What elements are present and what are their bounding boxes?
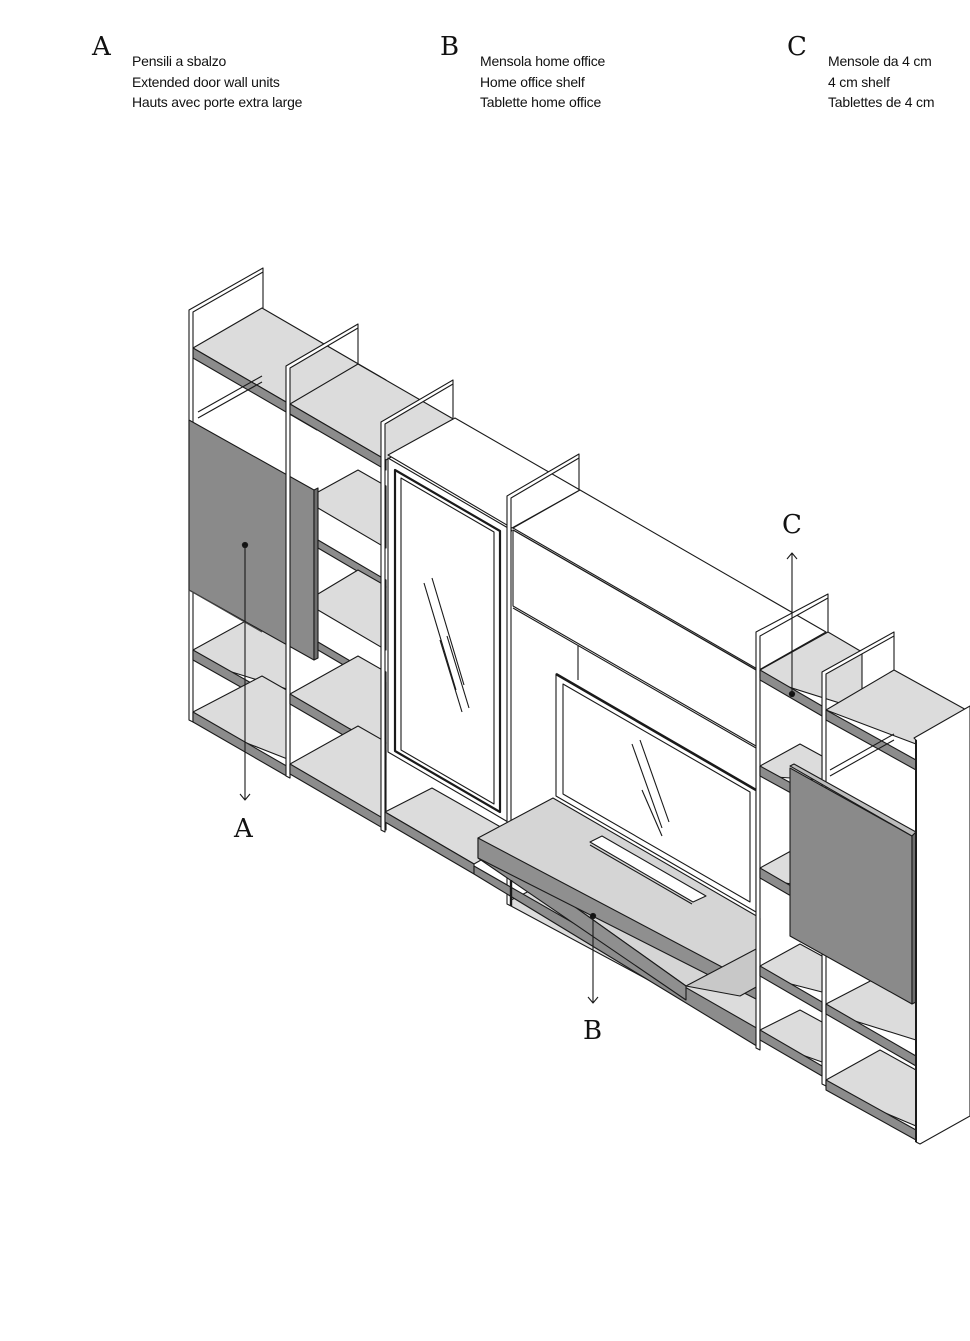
legend-letter-c: C xyxy=(787,32,807,62)
legend-letter-a: A xyxy=(92,32,111,62)
legend-text-b: Mensola home office Home office shelf Ta… xyxy=(480,51,605,113)
callout-b-leader xyxy=(587,912,599,1004)
legend-b-italian: Mensola home office xyxy=(480,53,606,69)
legend-c-english: 4 cm shelf xyxy=(828,73,890,90)
legend-a-english: Extended door wall units xyxy=(132,73,280,90)
callout-label-a: A xyxy=(234,814,253,844)
module-glass-cabinet xyxy=(380,379,581,875)
callout-a-leader xyxy=(239,541,251,801)
module-right-bookcase xyxy=(755,593,970,1145)
legend-text-c: Mensole da 4 cm 4 cm shelf Tablettes de … xyxy=(828,51,935,113)
legend-a-italian: Pensili a sbalzo xyxy=(132,53,227,69)
legend-text-a: Pensili a sbalzo Extended door wall unit… xyxy=(132,51,302,113)
legend-b-french: Tablette home office xyxy=(480,94,602,110)
legend-letter-b: B xyxy=(440,32,460,62)
callout-c-leader xyxy=(786,552,798,698)
callout-label-c: C xyxy=(782,510,802,540)
legend-c-french: Tablettes de 4 cm xyxy=(828,94,935,110)
home-office-shelf-b xyxy=(477,797,761,1001)
module-second-bookcase xyxy=(285,323,456,831)
legend-c-italian: Mensole da 4 cm xyxy=(828,53,932,69)
legend-a-french: Hauts avec porte extra large xyxy=(132,94,303,110)
callout-label-b: B xyxy=(583,1016,603,1046)
legend-b-english: Home office shelf xyxy=(480,73,585,90)
